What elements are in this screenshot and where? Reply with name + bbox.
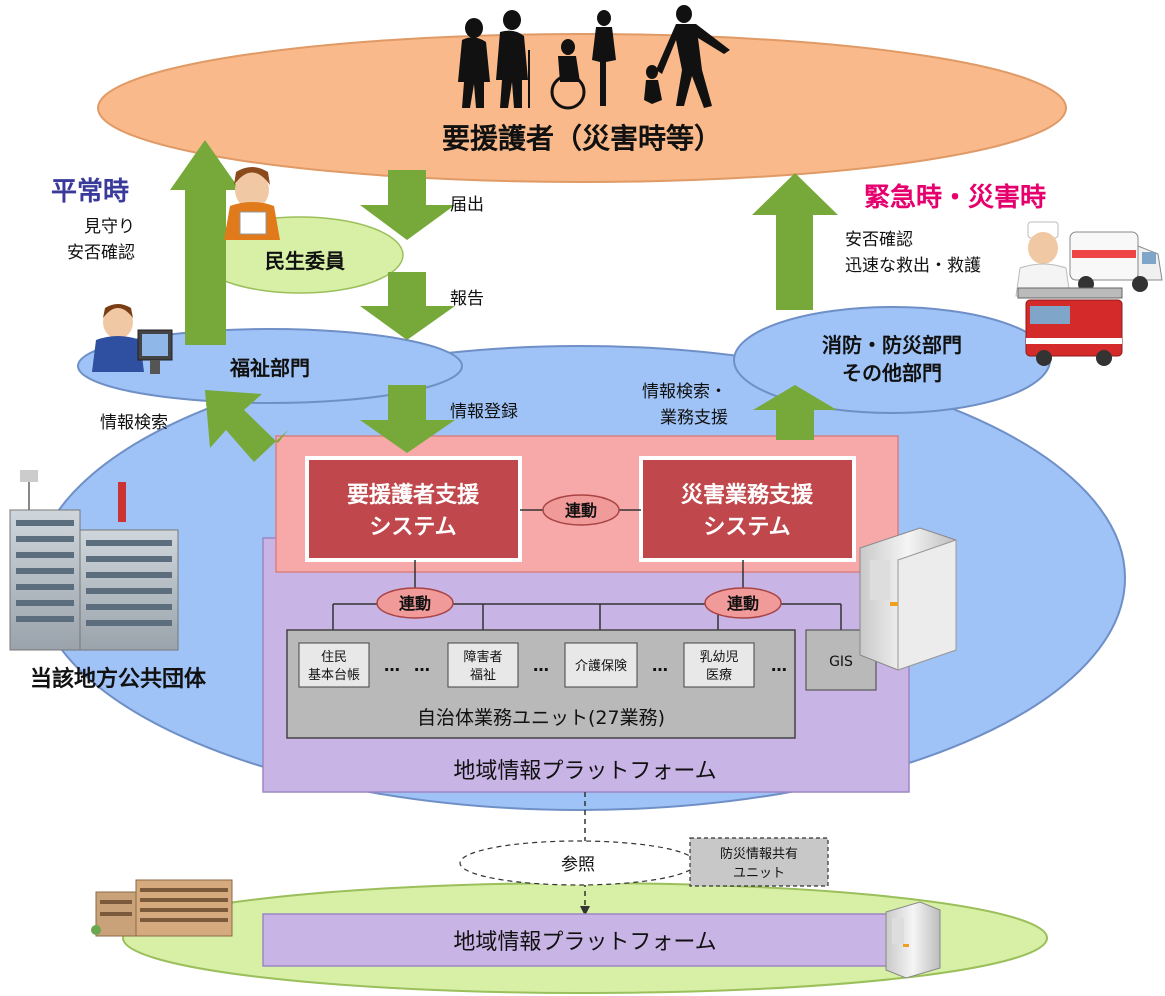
arrow-down-2 (360, 272, 455, 340)
flow-todokede: 届出 (450, 195, 484, 215)
unit-shogai (447, 642, 519, 688)
bottom-platform-label: 地域情報プラットフォーム (453, 930, 716, 955)
unit-dots-4: … (652, 656, 668, 675)
unit-link-left-label: 連動 (399, 594, 431, 613)
municipality-label: 当該地方公共団体 (30, 666, 207, 692)
normal-line2: 安否確認 (67, 243, 135, 263)
emergency-title: 緊急時・災害時 (864, 182, 1046, 213)
flow-touroku: 情報登録 (450, 402, 518, 422)
minsei-label: 民生委員 (265, 249, 345, 273)
link-oval-center (542, 494, 620, 526)
fire-line1: 消防・防災部門 (822, 333, 962, 357)
emergency-line1: 安否確認 (845, 230, 913, 250)
platform-label: 地域情報プラットフォーム (453, 759, 716, 784)
system-left-line2: システム (369, 515, 456, 540)
arrow-up-left (170, 140, 240, 345)
link-oval-right (704, 587, 782, 619)
system-right-line1: 災害業務支援 (681, 482, 814, 508)
unit-nyuyoji-line1: 乳幼児 (699, 650, 738, 665)
people-silhouette-icon (458, 5, 730, 110)
fire-line2: その他部門 (842, 361, 942, 385)
flow-kensaku-left: 情報検索 (100, 413, 168, 433)
unit-link-right-label: 連動 (727, 594, 759, 613)
unit-dots-3: … (533, 656, 549, 675)
unit-shogai-line2: 福祉 (470, 668, 496, 683)
unit-dots-5: … (771, 656, 787, 675)
unit-kaigo (564, 642, 638, 688)
arrow-up-info (753, 385, 837, 440)
system-link-label: 連動 (565, 501, 597, 520)
arrow-diagonal (205, 390, 288, 462)
small-building-icon (91, 879, 233, 937)
arrows (170, 140, 838, 462)
unit-juki-line2: 基本台帳 (308, 668, 360, 683)
fire-truck-icon (1017, 287, 1123, 366)
small-server-icon (885, 901, 941, 979)
arrow-down-1 (360, 170, 455, 240)
welfare-ellipse (77, 328, 463, 404)
unit-group-label: 自治体業務ユニット(27業務) (417, 707, 665, 729)
system-box-right (639, 456, 856, 562)
office-worker-icon (92, 304, 173, 374)
flow-houkoku: 報告 (450, 289, 484, 309)
bousai-unit-line1: 防災情報共有 (720, 846, 798, 862)
unit-dots-2: … (414, 656, 430, 675)
server-icon (859, 527, 957, 671)
volunteer-person-icon (224, 167, 280, 240)
unit-gis-label: GIS (829, 654, 853, 670)
bottom-platform-box (262, 913, 910, 967)
unit-dots-1: … (384, 656, 400, 675)
system-right-line2: システム (703, 515, 790, 540)
ambulance-icon (1069, 231, 1163, 292)
doctor-icon (1015, 221, 1071, 297)
bousai-unit-line2: ユニット (733, 866, 785, 881)
welfare-label: 福祉部門 (229, 356, 310, 380)
arrow-down-3 (360, 385, 455, 453)
unit-juki (298, 642, 370, 688)
arrow-up-right (752, 173, 838, 310)
unit-juki-line1: 住民 (321, 650, 347, 665)
unit-nyuyoji (683, 642, 755, 688)
bousai-unit-box (689, 837, 829, 887)
link-oval-left (376, 587, 454, 619)
top-ellipse (97, 33, 1067, 183)
unit-kaigo-label: 介護保険 (575, 658, 627, 674)
government-building-icon (9, 470, 179, 651)
flow-kensaku-right-2: 業務支援 (660, 408, 728, 428)
flow-kensaku-right-1: 情報検索・ (642, 382, 727, 402)
normal-title: 平常時 (51, 177, 129, 207)
normal-line1: 見守り (84, 217, 135, 237)
reference-label: 参照 (561, 855, 595, 875)
top-ellipse-label: 要援護者（災害時等） (442, 122, 722, 155)
system-box-left (305, 456, 522, 562)
emergency-line2: 迅速な救出・救護 (845, 256, 981, 276)
system-left-line1: 要援護者支援 (347, 482, 480, 508)
unit-shogai-line1: 障害者 (463, 649, 502, 665)
unit-nyuyoji-line2: 医療 (706, 668, 732, 683)
